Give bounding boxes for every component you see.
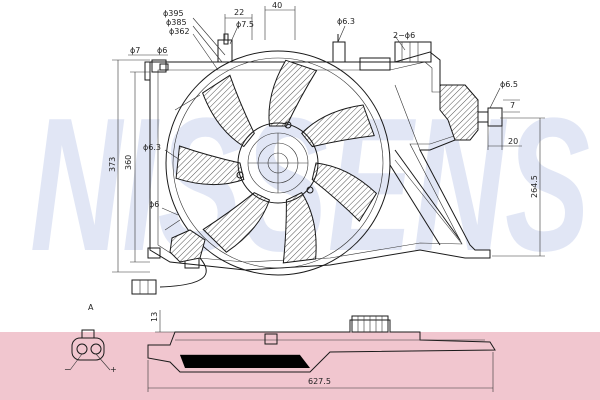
dim-d7: ϕ7 — [130, 46, 140, 55]
side-view: 13 627.5 — [147, 310, 496, 392]
dim-d6-low: ϕ6 — [149, 200, 159, 209]
connector-detail: A − + — [64, 303, 117, 374]
fan-blade — [301, 104, 375, 148]
dim-d6-5: ϕ6.5 — [500, 80, 518, 89]
connector-minus: − — [64, 365, 71, 374]
fan-blade — [202, 192, 271, 253]
dim-w7: 7 — [510, 101, 515, 110]
dim-h13: 13 — [150, 312, 159, 322]
dim-h360: 360 — [124, 155, 133, 170]
dimension-labels: ϕ395 ϕ385 ϕ362 22 ϕ7.5 40 ϕ6.3 2−ϕ6 ϕ7 ϕ… — [108, 1, 539, 209]
fan-hub — [236, 121, 319, 204]
fan-blade — [268, 59, 318, 127]
connector-plus: + — [110, 365, 117, 374]
connector-label: A — [88, 303, 94, 312]
motor-connector — [131, 229, 207, 295]
dim-w40: 40 — [272, 1, 282, 10]
dim-d6-3-mid: ϕ6.3 — [143, 143, 161, 152]
fan-blade — [175, 145, 245, 186]
dimension-lines — [112, 6, 545, 273]
dim-d395: ϕ395 — [163, 9, 184, 18]
fan-blade — [201, 74, 255, 148]
dim-h373: 373 — [108, 157, 117, 172]
dim-h264-5: 264.5 — [530, 175, 539, 198]
fan-blade — [311, 162, 378, 222]
dim-w627-5: 627.5 — [308, 377, 331, 386]
dim-d385: ϕ385 — [166, 18, 187, 27]
dim-two-d6: 2−ϕ6 — [393, 31, 415, 40]
dim-d6-left: ϕ6 — [157, 46, 167, 55]
fan-ring-outer — [165, 50, 391, 276]
dim-d362: ϕ362 — [169, 27, 190, 36]
dim-d6-3-top: ϕ6.3 — [337, 17, 355, 26]
fan-blades — [175, 59, 378, 264]
dim-w22: 22 — [234, 8, 244, 17]
fan-ring-inner — [172, 57, 384, 269]
dim-d7-5: ϕ7.5 — [236, 20, 254, 29]
dim-w20: 20 — [508, 137, 518, 146]
fan-blade — [282, 192, 317, 264]
